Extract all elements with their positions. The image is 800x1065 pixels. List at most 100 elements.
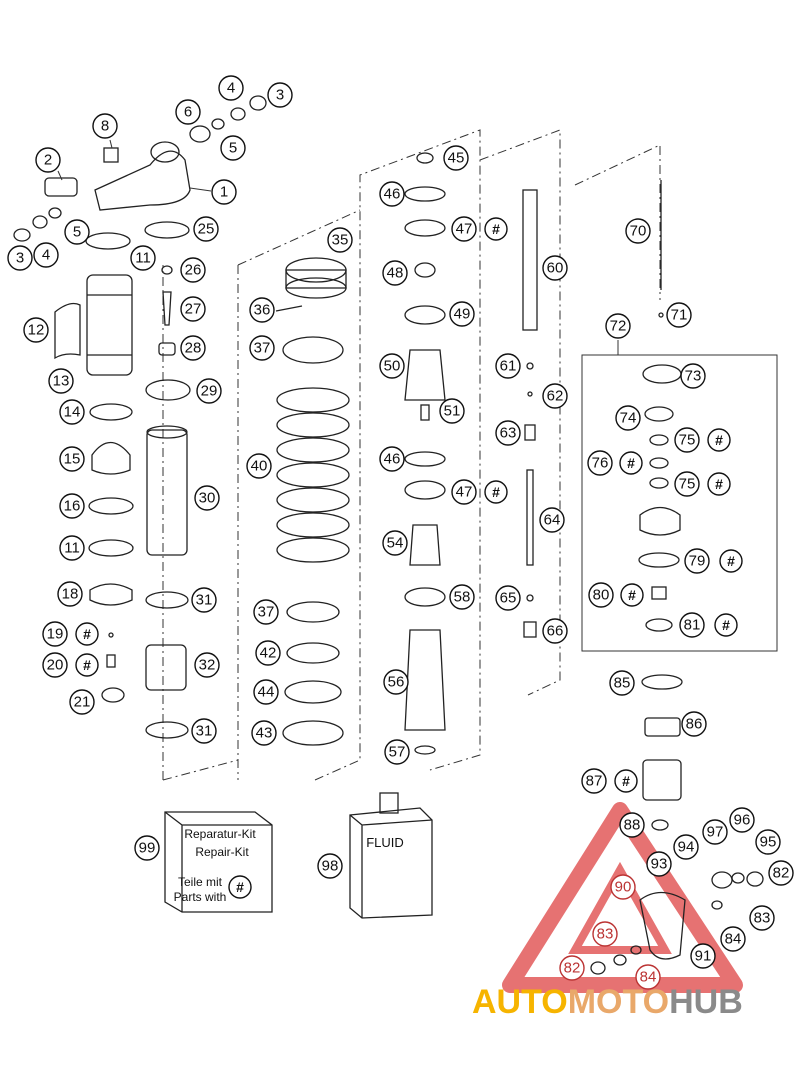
svg-text:97: 97 (707, 824, 724, 841)
svg-text:#: # (715, 476, 723, 492)
callout-51: 51 (439, 398, 465, 424)
callout-96: 96 (729, 807, 755, 833)
svg-text:#: # (622, 773, 630, 789)
svg-text:37: 37 (258, 604, 275, 621)
svg-text:57: 57 (389, 744, 406, 761)
callout-54: 54 (382, 530, 408, 556)
svg-text:86: 86 (686, 716, 703, 733)
callout-16: 16 (59, 493, 85, 519)
callout-21: 21 (69, 689, 95, 715)
svg-text:84: 84 (725, 931, 742, 948)
svg-text:AUTOMOTOHUB: AUTOMOTOHUB (472, 983, 743, 1021)
svg-text:76: 76 (592, 455, 609, 472)
svg-text:35: 35 (332, 232, 349, 249)
svg-text:1: 1 (220, 184, 228, 201)
svg-text:31: 31 (196, 723, 213, 740)
svg-text:37: 37 (254, 340, 271, 357)
callout-15: 15 (59, 446, 85, 472)
svg-text:#: # (727, 553, 735, 569)
svg-text:11: 11 (135, 250, 151, 267)
callout-65: 65 (495, 585, 521, 611)
svg-text:4: 4 (42, 247, 50, 264)
svg-text:88: 88 (624, 817, 641, 834)
callout-6: 6 (175, 99, 201, 125)
svg-text:80: 80 (593, 587, 610, 604)
svg-text:46: 46 (384, 451, 401, 468)
svg-text:21: 21 (74, 694, 91, 711)
hash-marker: # (719, 549, 743, 573)
callout-95: 95 (755, 829, 781, 855)
callout-97: 97 (702, 819, 728, 845)
callout-98: 98 (317, 853, 343, 879)
callout-88: 88 (619, 812, 645, 838)
svg-text:62: 62 (547, 388, 564, 405)
callout-49: 49 (449, 301, 475, 327)
svg-text:#: # (83, 657, 91, 673)
watermark-logo: AUTOMOTOHUB (472, 983, 743, 1021)
callout-84: 84 (720, 926, 746, 952)
svg-text:82: 82 (773, 865, 790, 882)
callout-29: 29 (196, 378, 222, 404)
callout-46: 46 (379, 446, 405, 472)
callout-91: 91 (690, 943, 716, 969)
callout-76: 76 (587, 450, 613, 476)
callout-40: 40 (246, 453, 272, 479)
callout-37: 37 (253, 599, 279, 625)
hash-marker: # (228, 875, 252, 899)
callout-75: 75 (674, 471, 700, 497)
callout-46: 46 (379, 181, 405, 207)
callout-14: 14 (59, 399, 85, 425)
svg-text:82: 82 (564, 960, 581, 977)
callout-1: 1 (211, 179, 237, 205)
watermark-moto: MOTO (568, 983, 669, 1021)
callout-31: 31 (191, 718, 217, 744)
callout-35: 35 (327, 227, 353, 253)
svg-text:45: 45 (448, 150, 465, 167)
svg-text:91: 91 (695, 948, 712, 965)
svg-text:81: 81 (684, 617, 701, 634)
callout-37: 37 (249, 335, 275, 361)
callout-44: 44 (253, 679, 279, 705)
svg-text:48: 48 (387, 265, 404, 282)
svg-text:6: 6 (184, 104, 192, 121)
hash-marker: # (714, 613, 738, 637)
callout-26: 26 (180, 257, 206, 283)
callout-86: 86 (681, 711, 707, 737)
callout-84: 84 (635, 964, 661, 990)
callout-73: 73 (680, 363, 706, 389)
svg-text:72: 72 (610, 318, 627, 335)
callout-2: 2 (35, 147, 61, 173)
callout-12: 12 (23, 317, 49, 343)
callout-85: 85 (609, 670, 635, 696)
part-graphics-left (13, 95, 267, 739)
svg-text:83: 83 (597, 926, 614, 943)
callout-64: 64 (539, 507, 565, 533)
callout-56: 56 (383, 669, 409, 695)
svg-text:42: 42 (260, 645, 277, 662)
callout-36: 36 (249, 297, 275, 323)
svg-text:27: 27 (185, 301, 202, 318)
svg-text:51: 51 (444, 403, 461, 420)
watermark-auto: AUTO (472, 983, 568, 1021)
svg-text:#: # (722, 617, 730, 633)
svg-text:43: 43 (256, 725, 273, 742)
callout-3: 3 (7, 245, 33, 271)
svg-text:29: 29 (201, 383, 218, 400)
svg-text:93: 93 (651, 856, 668, 873)
fluid-bottle: FLUID (349, 792, 433, 919)
callout-42: 42 (255, 640, 281, 666)
callout-90: 90 (610, 874, 636, 900)
callout-4: 4 (33, 242, 59, 268)
hash-marker: # (484, 480, 508, 504)
svg-text:40: 40 (251, 458, 268, 475)
svg-text:15: 15 (64, 451, 81, 468)
svg-text:13: 13 (53, 373, 70, 390)
callout-48: 48 (382, 260, 408, 286)
svg-text:47: 47 (456, 484, 473, 501)
callout-4: 4 (218, 75, 244, 101)
svg-text:66: 66 (547, 623, 564, 640)
svg-text:98: 98 (322, 858, 339, 875)
svg-text:#: # (83, 626, 91, 642)
callout-45: 45 (443, 145, 469, 171)
callout-80: 80 (588, 582, 614, 608)
